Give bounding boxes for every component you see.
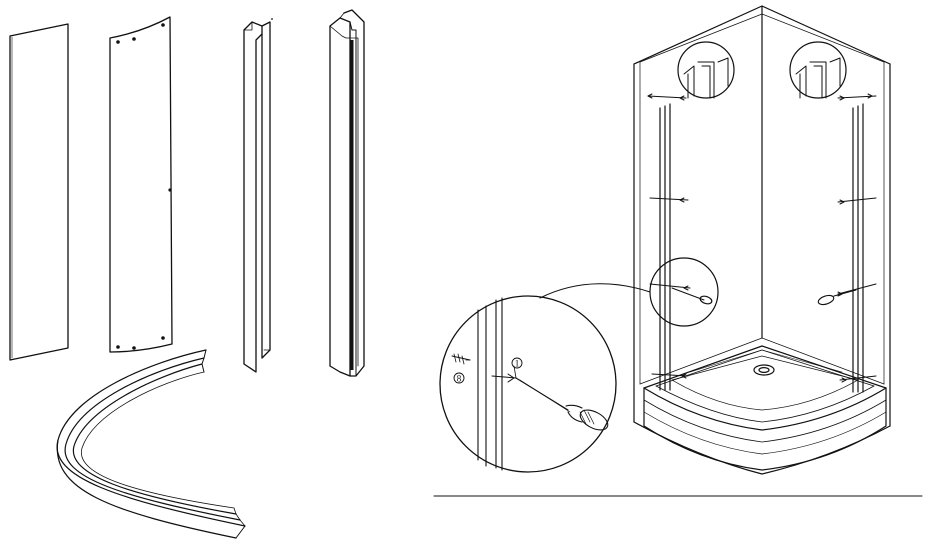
flat-glass-panel xyxy=(9,23,69,361)
panel-hole xyxy=(132,346,136,350)
profile-mark xyxy=(271,18,273,20)
zoom-plug-anchor xyxy=(451,353,471,365)
right-screwdriver-icon xyxy=(817,289,857,306)
panel-hole xyxy=(116,345,120,349)
left-wall-profile xyxy=(659,103,671,391)
panel-hole xyxy=(132,37,136,41)
callout-step-one: 1 xyxy=(511,357,523,369)
panel-hole xyxy=(116,40,120,44)
zoom-wall-profile xyxy=(477,297,503,471)
callout-step-two-label: 8 xyxy=(457,374,462,384)
wall-profile xyxy=(329,9,365,377)
corner-walls xyxy=(633,5,891,427)
u-channel-profile xyxy=(243,18,273,373)
zoom-screw-arrow xyxy=(491,365,517,385)
panel-hole xyxy=(168,188,172,192)
zoom-screwdriver-icon xyxy=(515,377,609,431)
curved-glass-panel xyxy=(109,16,173,353)
zoom-detail-circle xyxy=(439,295,617,473)
enclosure-base xyxy=(633,421,891,475)
top-left-detail xyxy=(677,41,735,99)
right-screw-markers xyxy=(837,93,877,383)
top-right-detail xyxy=(789,41,847,99)
shower-tray xyxy=(643,345,887,471)
panel-hole xyxy=(161,23,165,27)
callout-step-one-label: 1 xyxy=(515,359,520,369)
drain-icon xyxy=(753,364,775,376)
zoom-leader-line xyxy=(539,283,651,299)
left-screw-markers xyxy=(647,93,691,379)
curved-bottom-track xyxy=(56,349,246,539)
parts-group xyxy=(9,9,365,539)
callout-step-two: 8 xyxy=(453,372,465,384)
assembly-group: 1 8 xyxy=(433,5,923,497)
panel-hole xyxy=(161,336,165,340)
mid-left-detail xyxy=(649,257,719,327)
right-wall-profile xyxy=(852,103,864,393)
